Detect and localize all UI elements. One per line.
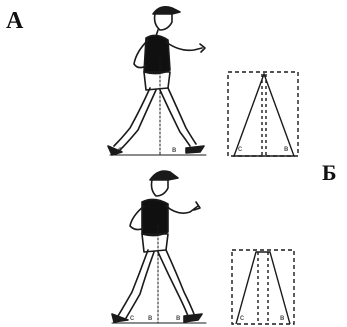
walker-a [108,7,206,155]
b-ground-letter-1: с [130,313,134,322]
b-ground-letter-2: в [148,313,152,322]
b-diagram-letter-1: с [240,313,244,322]
walker-b [112,171,206,323]
b-diagram-letter-2: в [280,313,284,322]
a-diagram-letter-1: с [238,144,242,153]
a-ground-letter-1: с [118,145,122,154]
b-ground-letter-3: в [176,313,180,322]
a-ground-letter-2: в [172,145,176,154]
a-diagram-letter-2: в [284,144,288,153]
